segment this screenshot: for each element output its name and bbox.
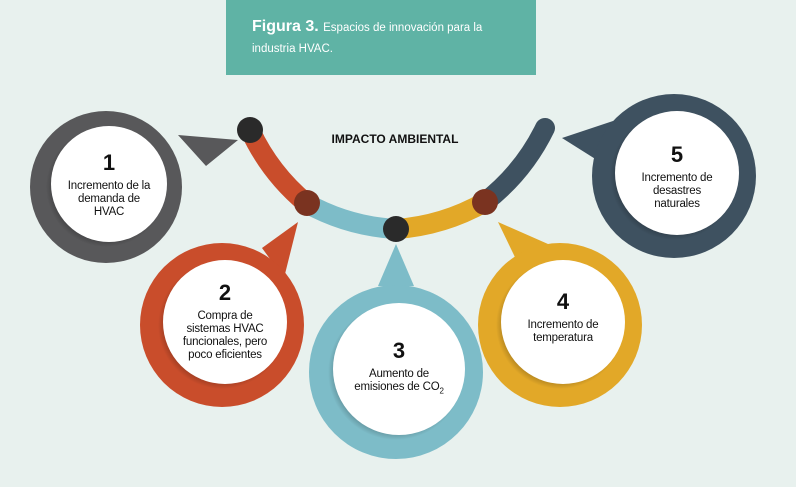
item-3-number: 3 xyxy=(392,338,406,363)
item-4-description: Incremento de temperatura xyxy=(527,319,599,344)
impact-circle-1 xyxy=(30,111,238,263)
arc-node-4 xyxy=(472,189,498,215)
impact-circle-2 xyxy=(140,222,304,407)
item-5-description: Incremento de desastres naturales xyxy=(641,172,713,210)
item-3-description-subscript: 2 xyxy=(439,386,444,396)
pointer-2 xyxy=(262,222,298,278)
item-4-text-group: 4 Incremento de temperatura xyxy=(513,289,613,345)
item-4-number: 4 xyxy=(556,289,570,314)
arc-node-3 xyxy=(383,216,409,242)
arc-segment-5 xyxy=(475,118,555,212)
item-1-description: Incremento de la demanda de HVAC xyxy=(67,180,151,218)
item-5-number: 5 xyxy=(670,142,684,167)
item-3-text-group: 3 Aumento de emisiones de CO2 xyxy=(344,338,454,397)
arc-segment-3 xyxy=(301,194,397,239)
figure-label: Figura 3. xyxy=(252,18,319,35)
item-3-description-main: Aumento de emisiones de CO xyxy=(354,368,440,393)
item-1-text-group: 1 Incremento de la demanda de HVAC xyxy=(64,150,154,219)
item-2-description: Compra de sistemas HVAC funcionales, per… xyxy=(182,310,268,361)
pointer-3 xyxy=(378,244,414,286)
item-2-text-group: 2 Compra de sistemas HVAC funcionales, p… xyxy=(175,280,275,362)
center-label: IMPACTO AMBIENTAL xyxy=(331,132,459,146)
arc-node-2 xyxy=(294,190,320,216)
pointer-1 xyxy=(178,135,238,166)
item-3-description: Aumento de emisiones de CO2 xyxy=(344,368,454,397)
figure-caption-text: Espacios de innovación para la industria… xyxy=(252,22,483,55)
impact-circle-3 xyxy=(309,244,483,459)
arc-node-1 xyxy=(237,117,263,143)
item-2-number: 2 xyxy=(218,280,232,305)
pointer-4 xyxy=(498,222,548,280)
impact-circle-4 xyxy=(478,222,642,407)
item-1-number: 1 xyxy=(102,150,116,175)
item-5-text-group: 5 Incremento de desastres naturales xyxy=(632,142,722,211)
arc-segment-2 xyxy=(240,125,313,211)
figure-caption: Figura 3. Espacios de innovación para la… xyxy=(226,0,536,75)
impact-circle-5 xyxy=(562,94,756,258)
arc-segment-4 xyxy=(395,193,490,239)
